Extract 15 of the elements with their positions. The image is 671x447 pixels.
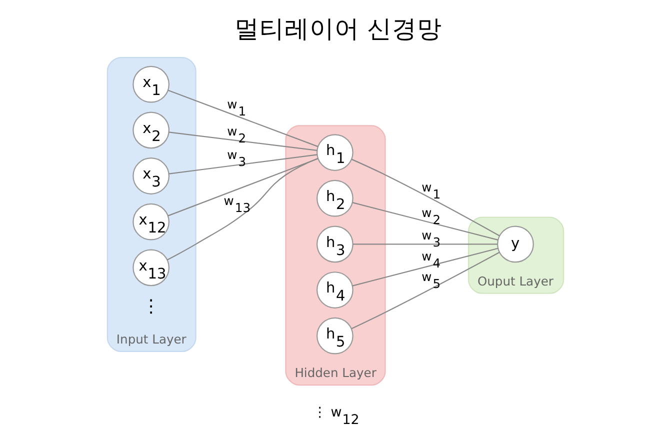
connector (168, 154, 318, 174)
connector (168, 90, 318, 148)
connector (352, 248, 498, 286)
connector (352, 244, 498, 245)
label: ⋮ w (313, 405, 342, 420)
connector (352, 202, 498, 240)
connector (168, 158, 318, 216)
connector (167, 158, 318, 260)
connector (351, 158, 500, 236)
connector (168, 132, 318, 152)
node-circle: y (497, 226, 534, 263)
diagram-title: 멀티레이어 신경망 (234, 14, 442, 43)
connector (351, 252, 500, 330)
label: 12 (342, 412, 360, 428)
label: ⋮ (142, 296, 160, 318)
